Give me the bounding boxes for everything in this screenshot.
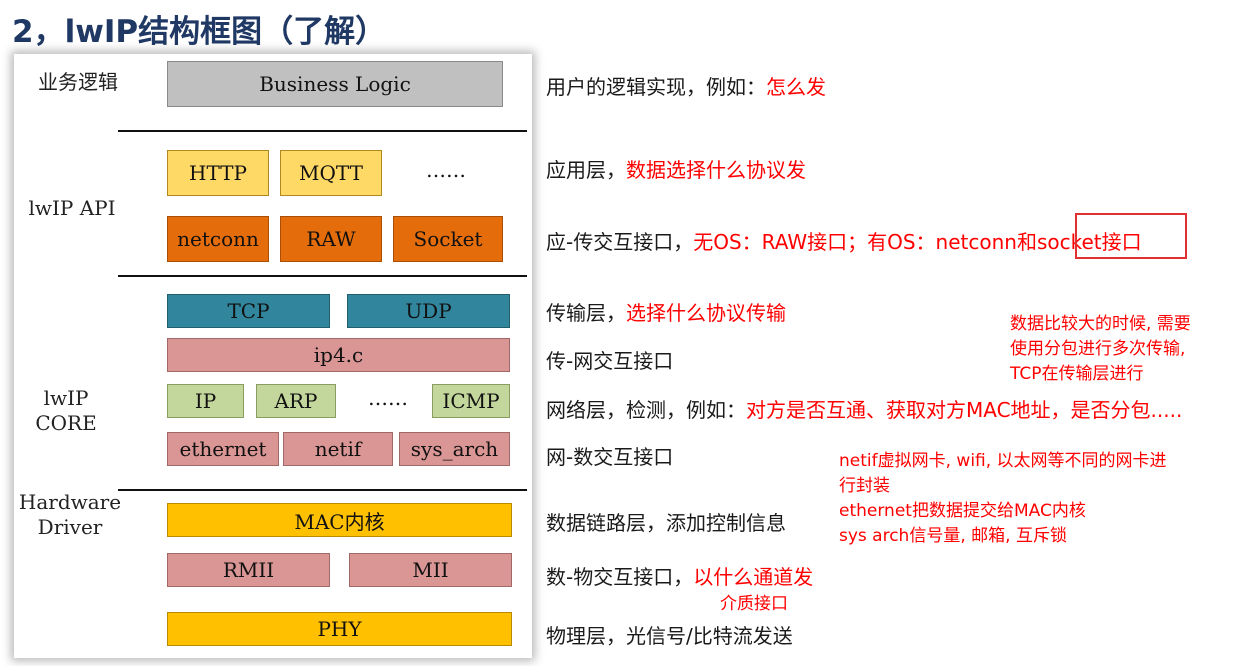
- lwip-architecture-diagram: 业务逻辑 lwIP API lwIP CORE Hardware Driver …: [14, 54, 532, 658]
- note-line: 行封装: [839, 476, 890, 496]
- note-line: 数据比较大的时候, 需要: [1010, 314, 1191, 334]
- business-logic-block: Business Logic: [167, 61, 503, 107]
- socket-highlight-box: [1075, 213, 1187, 259]
- desc-text: 应用层，: [546, 158, 626, 182]
- mii-block: MII: [349, 553, 512, 587]
- desc-text: 用户的逻辑实现，例如：: [546, 75, 766, 99]
- desc-text: 网-数交互接口: [546, 445, 674, 469]
- raw-block: RAW: [280, 216, 382, 262]
- arp-block: ARP: [256, 384, 336, 418]
- desc-highlight: 怎么发: [766, 75, 826, 99]
- desc-highlight: 数据选择什么协议发: [626, 158, 806, 182]
- desc-datalink: 数据链路层，添加控制信息: [546, 507, 786, 536]
- socket-block: Socket: [393, 216, 503, 262]
- desc-highlight: 对方是否互通、获取对方MAC地址，是否分包.....: [746, 398, 1183, 422]
- desc-text: 传-网交互接口: [546, 349, 674, 373]
- phy-block: PHY: [167, 612, 512, 646]
- separator-line: [118, 130, 527, 132]
- ip4c-block: ip4.c: [167, 338, 510, 372]
- ethernet-block: ethernet: [167, 432, 279, 466]
- desc-highlight: 以什么通道发: [693, 565, 814, 589]
- separator-line: [118, 275, 527, 277]
- ip-block: IP: [167, 384, 244, 418]
- desc-text: 数据链路层，添加控制信息: [546, 511, 786, 535]
- netconn-block: netconn: [167, 216, 269, 262]
- desc-network: 网络层，检测，例如：对方是否互通、获取对方MAC地址，是否分包.....: [546, 394, 1182, 423]
- layer-label-core: lwIP CORE: [35, 386, 97, 435]
- note-line: TCP在传输层进行: [1010, 364, 1144, 384]
- desc-text: 应-传交互接口，: [546, 230, 694, 254]
- desc-physical: 物理层，光信号/比特流发送: [546, 620, 793, 649]
- desc-network-datalink: 网-数交互接口: [546, 441, 673, 470]
- udp-block: UDP: [347, 294, 510, 328]
- layer-label-business: 业务逻辑: [38, 70, 118, 94]
- desc-transport-network: 传-网交互接口: [546, 345, 673, 374]
- separator-line: [118, 489, 527, 491]
- desc-highlight: 无OS：RAW接口；有OS：netconn和: [693, 230, 1037, 254]
- layer-label-hardware: Hardware Driver: [18, 490, 122, 539]
- desc-text: 网络层，检测，例如：: [546, 398, 746, 422]
- desc-text: 物理层，光信号/比特流发送: [546, 624, 793, 648]
- page-title: 2，lwIP结构框图（了解）: [12, 14, 387, 50]
- note-medium: 介质接口: [720, 594, 788, 614]
- layer-label-api: lwIP API: [28, 196, 116, 220]
- desc-highlight-socket: socket接口: [1036, 230, 1142, 254]
- tcp-block: TCP: [167, 294, 330, 328]
- desc-application: 应用层，数据选择什么协议发: [546, 154, 806, 183]
- rmii-block: RMII: [167, 553, 330, 587]
- mqtt-block: MQTT: [280, 150, 382, 196]
- note-line: sys arch信号量, 邮箱, 互斥锁: [839, 526, 1067, 546]
- api-ellipsis: ……: [426, 158, 466, 182]
- note-line: 使用分包进行多次传输,: [1010, 339, 1186, 359]
- desc-highlight: 选择什么协议传输: [626, 301, 786, 325]
- desc-transport: 传输层，选择什么协议传输: [546, 297, 786, 326]
- desc-text: 数-物交互接口，: [546, 565, 694, 589]
- desc-business: 用户的逻辑实现，例如：怎么发: [546, 71, 826, 100]
- icmp-block: ICMP: [432, 384, 510, 418]
- note-line: ethernet把数据提交给MAC内核: [839, 501, 1086, 521]
- netif-block: netif: [283, 432, 393, 466]
- core-ellipsis: ……: [368, 386, 408, 410]
- note-packet: 数据比较大的时候, 需要 使用分包进行多次传输, TCP在传输层进行: [1010, 312, 1191, 387]
- desc-text: 传输层，: [546, 301, 626, 325]
- mac-core-block: MAC内核: [167, 503, 512, 537]
- desc-datalink-physical: 数-物交互接口，以什么通道发: [546, 561, 813, 590]
- http-block: HTTP: [167, 150, 269, 196]
- note-netif: netif虚拟网卡, wifi, 以太网等不同的网卡进 行封装 ethernet…: [839, 449, 1167, 549]
- desc-app-transport: 应-传交互接口，无OS：RAW接口；有OS：netconn和socket接口: [546, 226, 1142, 255]
- note-line: netif虚拟网卡, wifi, 以太网等不同的网卡进: [839, 451, 1167, 471]
- sys-arch-block: sys_arch: [399, 432, 510, 466]
